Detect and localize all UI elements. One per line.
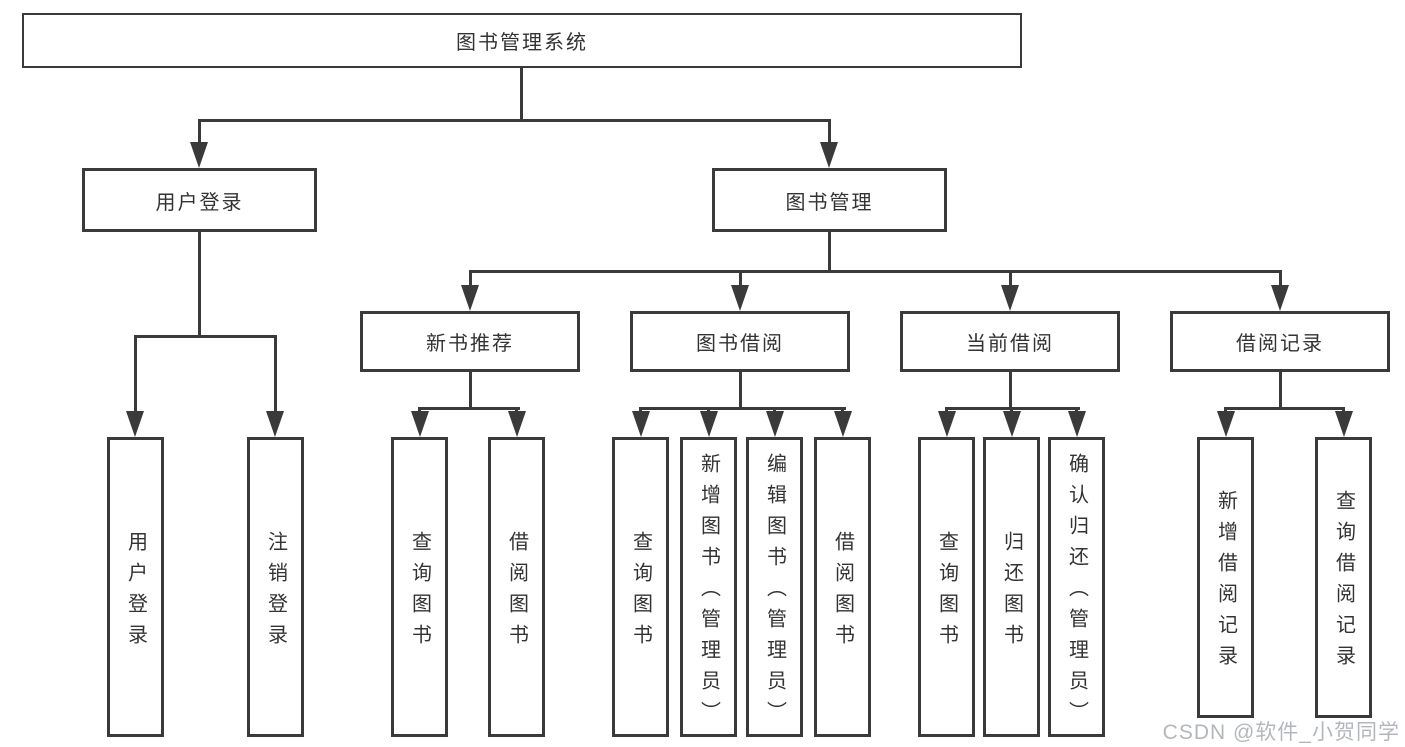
node-user-login-label: 用户登录 (155, 191, 244, 214)
leaf-confirm-return-admin: 确认归还（管理员） (1048, 437, 1105, 737)
connector-line (1278, 270, 1282, 298)
leaf-query-books-recommend-label: 查询图书 (408, 530, 431, 655)
node-borrow-records-label: 借阅记录 (1236, 333, 1324, 355)
connector-line (197, 119, 831, 122)
leaf-add-book-admin-label: 新增图书（管理员） (697, 453, 720, 732)
leaf-query-books-borrowing-label: 查询图书 (629, 530, 652, 655)
arrow-down-icon (937, 411, 956, 437)
connector-line (738, 372, 742, 409)
leaf-borrow-books-recommend: 借阅图书 (488, 437, 545, 737)
connector-line (468, 270, 1282, 273)
leaf-query-borrow-record-label: 查询借阅记录 (1332, 490, 1355, 676)
arrow-down-icon (507, 411, 526, 437)
node-current-borrowing: 当前借阅 (900, 311, 1120, 372)
connector-line (197, 119, 201, 159)
connector-line (1278, 372, 1282, 409)
arrow-down-icon (820, 142, 838, 168)
connector-line (519, 68, 523, 121)
connector-line (827, 119, 831, 159)
arrow-down-icon (765, 411, 784, 437)
leaf-borrow-books-recommend-label: 借阅图书 (505, 530, 528, 655)
leaf-query-books-recommend: 查询图书 (391, 437, 448, 737)
arrow-down-icon (190, 142, 208, 168)
node-book-borrowing: 图书借阅 (630, 311, 850, 372)
leaf-user-login-label: 用户登录 (124, 530, 147, 655)
connector-line (738, 270, 742, 298)
leaf-query-books-current: 查询图书 (918, 437, 975, 737)
leaf-logout-label: 注销登录 (264, 530, 287, 655)
connector-line (468, 270, 472, 298)
arrow-down-icon (699, 411, 718, 437)
arrow-down-icon (266, 411, 284, 437)
leaf-logout: 注销登录 (247, 437, 304, 737)
node-book-borrowing-label: 图书借阅 (696, 333, 784, 355)
connector-line (468, 372, 472, 409)
arrow-down-icon (731, 285, 749, 311)
node-new-book-recommend: 新书推荐 (360, 311, 580, 372)
arrow-down-icon (461, 285, 479, 311)
connector-line (1008, 372, 1012, 409)
leaf-borrow-books: 借阅图书 (814, 437, 871, 737)
connector-line (828, 232, 831, 272)
connector-line (133, 335, 137, 425)
connector-line (418, 407, 520, 410)
connector-line (639, 407, 846, 410)
leaf-return-books: 归还图书 (983, 437, 1040, 737)
leaf-query-borrow-record: 查询借阅记录 (1315, 437, 1372, 718)
watermark: CSDN @软件_小贺同学 (1162, 721, 1400, 744)
arrow-down-icon (1067, 411, 1086, 437)
node-book-management: 图书管理 (712, 168, 947, 232)
connector-line (197, 232, 201, 336)
node-library-system: 图书管理系统 (22, 13, 1022, 68)
leaf-user-login: 用户登录 (107, 437, 164, 737)
arrow-down-icon (631, 411, 650, 437)
leaf-return-books-label: 归还图书 (1000, 530, 1023, 655)
node-borrow-records: 借阅记录 (1170, 311, 1390, 372)
node-book-management-label: 图书管理 (785, 191, 874, 214)
leaf-edit-book-admin: 编辑图书（管理员） (746, 437, 803, 737)
node-current-borrowing-label: 当前借阅 (966, 333, 1054, 355)
arrow-down-icon (833, 411, 852, 437)
leaf-query-books-current-label: 查询图书 (935, 530, 958, 655)
arrow-down-icon (126, 411, 144, 437)
connector-line (1224, 407, 1345, 410)
arrow-down-icon (1271, 285, 1289, 311)
arrow-down-icon (1002, 411, 1021, 437)
arrow-down-icon (1334, 411, 1353, 437)
arrow-down-icon (1216, 411, 1235, 437)
leaf-edit-book-admin-label: 编辑图书（管理员） (763, 453, 786, 732)
node-new-book-recommend-label: 新书推荐 (426, 333, 514, 355)
connector-line (133, 335, 277, 338)
leaf-add-borrow-record-label: 新增借阅记录 (1214, 490, 1237, 676)
arrow-down-icon (1001, 285, 1019, 311)
leaf-borrow-books-label: 借阅图书 (831, 530, 854, 655)
leaf-confirm-return-admin-label: 确认归还（管理员） (1065, 453, 1088, 732)
leaf-add-borrow-record: 新增借阅记录 (1197, 437, 1254, 718)
connector-line (1008, 270, 1012, 298)
arrow-down-icon (410, 411, 429, 437)
node-user-login: 用户登录 (82, 168, 317, 232)
node-library-system-label: 图书管理系统 (456, 32, 588, 54)
leaf-query-books-borrowing: 查询图书 (612, 437, 669, 737)
connector-line (274, 335, 277, 425)
leaf-add-book-admin: 新增图书（管理员） (680, 437, 737, 737)
